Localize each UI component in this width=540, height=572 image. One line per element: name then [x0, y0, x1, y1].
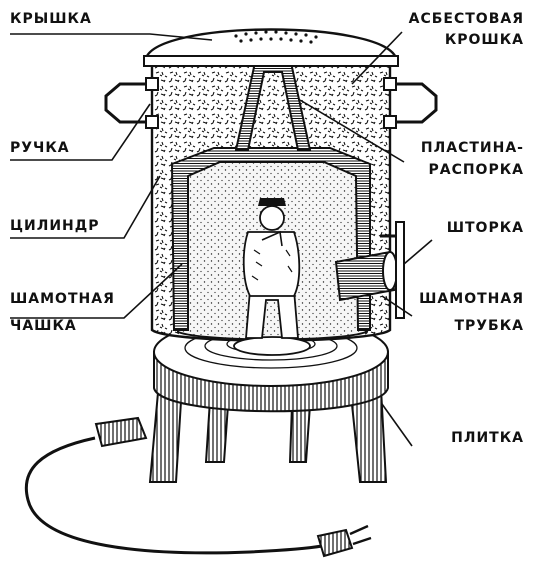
handle-left-bracket-bottom — [145, 115, 159, 129]
shutter — [380, 221, 405, 319]
tube-body — [334, 250, 396, 302]
figurine-base — [233, 336, 311, 356]
label-cup-line1: ШАМОТНАЯ — [10, 291, 115, 307]
label-tube-line2: ТРУБКА — [454, 318, 524, 334]
tube-opening — [382, 251, 398, 291]
shutter-plate — [395, 221, 405, 319]
labels: КРЫШКА АСБЕСТОВАЯ КРОШКА РУЧКА ПЛАСТИНА-… — [10, 11, 524, 446]
lid — [143, 28, 399, 67]
lid-vent-holes — [234, 30, 318, 44]
handle-right — [390, 82, 438, 124]
leader-handle — [10, 103, 151, 161]
lid-rim — [143, 55, 399, 67]
label-plate-line1: ПЛАСТИНА- — [421, 140, 524, 156]
label-lid: КРЫШКА — [10, 11, 92, 27]
leader-lines — [10, 31, 433, 447]
label-handle: РУЧКА — [10, 140, 70, 156]
figurine-shading — [251, 249, 293, 281]
figurine-legs — [245, 289, 299, 339]
label-asbestos-line2: КРОШКА — [445, 32, 524, 48]
label-plate-line2: РАСПОРКА — [428, 162, 524, 178]
label-shutter: ШТОРКА — [447, 220, 524, 236]
plug-pins — [349, 524, 372, 546]
leader-tube — [381, 295, 413, 317]
figurine-head — [259, 205, 285, 231]
leader-shutter — [403, 239, 433, 265]
figurine-cap — [258, 198, 286, 206]
handle-right-bracket-bottom — [383, 115, 397, 129]
leader-cylinder — [10, 175, 161, 239]
plug-body — [316, 528, 354, 558]
label-asbestos-line1: АСБЕСТОВАЯ — [409, 11, 524, 27]
label-stove: ПЛИТКА — [451, 430, 524, 446]
figurine-arm — [261, 230, 283, 247]
handles — [104, 77, 438, 129]
leader-plate — [299, 99, 405, 163]
lid-dome — [144, 28, 398, 60]
leader-lid — [10, 33, 213, 41]
cord-wire — [24, 436, 323, 555]
handle-left — [104, 82, 152, 124]
cup-wall — [170, 147, 371, 331]
figurine — [233, 198, 311, 356]
label-cylinder: ЦИЛИНДР — [10, 218, 100, 234]
fireclay-cup — [170, 147, 371, 331]
handle-left-bracket-top — [145, 77, 159, 91]
label-tube-line1: ШАМОТНАЯ — [419, 291, 524, 307]
label-cup-line2: ЧАШКА — [10, 318, 77, 334]
power-cord — [24, 416, 372, 558]
leader-cup — [10, 263, 183, 319]
leader-stove — [381, 403, 413, 447]
handle-right-bracket-top — [383, 77, 397, 91]
cord-connector — [94, 416, 148, 448]
stove-leg-center — [288, 404, 312, 463]
figurine-torso — [242, 231, 301, 297]
leader-asbestos — [351, 31, 403, 85]
